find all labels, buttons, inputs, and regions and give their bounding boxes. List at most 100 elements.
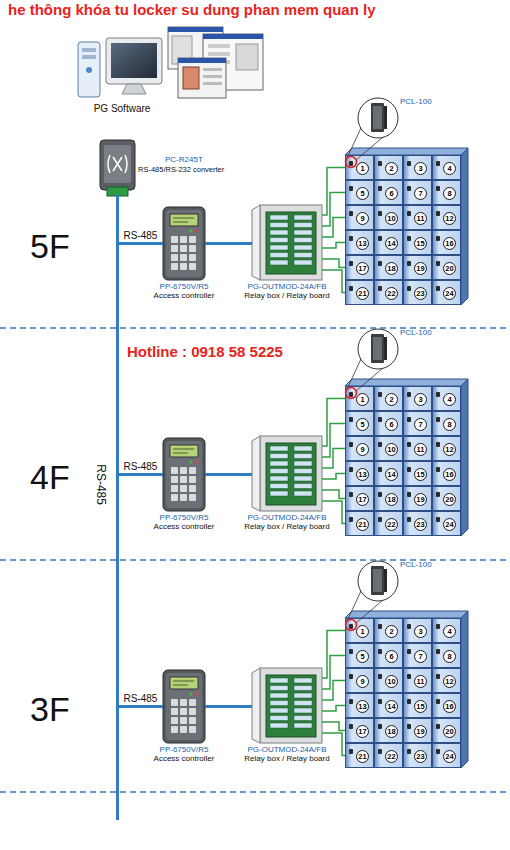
keyhole-dot <box>378 442 382 447</box>
locker-number: 5 <box>356 418 369 431</box>
keyhole-dot <box>349 236 353 241</box>
floor-label: 3F <box>30 691 70 728</box>
lock-wire <box>322 259 345 268</box>
keyhole-dot <box>378 749 382 754</box>
keyhole-dot <box>349 211 353 216</box>
keyhole-dot <box>349 417 353 422</box>
keyhole-dot <box>378 674 382 679</box>
converter-device <box>100 140 135 196</box>
device-description: Access controller <box>154 523 215 532</box>
signal-name: RS-485 <box>123 230 159 241</box>
lock-callout <box>346 98 399 168</box>
locker-door: 23 <box>403 511 432 536</box>
locker-number: 21 <box>356 750 369 763</box>
device-description: Access controller <box>154 292 215 301</box>
locker-number: 9 <box>356 443 369 456</box>
locker-number: 6 <box>385 418 398 431</box>
locker-door: 6 <box>374 180 403 205</box>
locker-number: 14 <box>385 700 398 713</box>
locker-door: 8 <box>432 643 461 668</box>
locker-door: 22 <box>374 280 403 305</box>
locker-number: 10 <box>385 212 398 225</box>
keyhole-dot <box>407 186 411 191</box>
locker-door: 20 <box>432 255 461 280</box>
keyhole-dot <box>378 649 382 654</box>
keyhole-dot <box>378 161 382 166</box>
locker-door: 19 <box>403 486 432 511</box>
signal-name: RS-485 <box>123 461 159 472</box>
keyhole-dot <box>349 286 353 291</box>
floor-separator <box>0 328 510 792</box>
floor-label: 5F <box>30 228 70 265</box>
software-screens <box>168 27 263 98</box>
locker-number: 24 <box>443 750 456 763</box>
locker-number: 3 <box>414 393 427 406</box>
keyhole-dot <box>436 517 440 522</box>
rs485-line <box>118 195 164 475</box>
rs485-line <box>205 242 252 245</box>
keyhole-dot <box>407 649 411 654</box>
locker-door: 10 <box>374 205 403 230</box>
locker-number: 14 <box>385 468 398 481</box>
locker-door: 14 <box>374 693 403 718</box>
keyhole-dot <box>436 261 440 266</box>
locker-number: 18 <box>385 725 398 738</box>
rs485-line <box>118 195 164 707</box>
locker-door: 3 <box>403 618 432 643</box>
keyhole-dot <box>378 624 382 629</box>
locker-door: 13 <box>345 230 374 255</box>
floor-equipment <box>163 611 468 768</box>
keyhole-dot <box>407 674 411 679</box>
locker-door: 7 <box>403 411 432 436</box>
keyhole-dot <box>349 161 353 166</box>
locker-door: 12 <box>432 436 461 461</box>
locker-number: 9 <box>356 212 369 225</box>
keyhole-dot <box>349 749 353 754</box>
lock-wire <box>322 449 345 469</box>
lock-wire <box>322 168 345 216</box>
hotline-note: Hotline : 0918 58 5225 <box>127 344 283 361</box>
locker-number: 15 <box>414 468 427 481</box>
keyhole-dot <box>436 417 440 422</box>
locker-number: 22 <box>385 750 398 763</box>
keyhole-dot <box>436 724 440 729</box>
locker-number: 9 <box>356 675 369 688</box>
locker-door: 17 <box>345 255 374 280</box>
lock-wire <box>322 474 345 480</box>
locker-door: 24 <box>432 743 461 768</box>
locker-door: 8 <box>432 411 461 436</box>
keyhole-dot <box>407 517 411 522</box>
locker-number: 24 <box>443 518 456 531</box>
locker-number: 1 <box>356 162 369 175</box>
locker-door: 7 <box>403 643 432 668</box>
locker-number: 2 <box>385 625 398 638</box>
lock-wire <box>322 399 345 447</box>
relay-box: PG-OUTMOD-24A/FBRelay box / Relay board <box>252 205 322 280</box>
locker-number: 17 <box>356 493 369 506</box>
keyhole-dot <box>407 467 411 472</box>
device-model: PP-6750V/R5 <box>160 283 209 292</box>
locker-number: 23 <box>414 518 427 531</box>
locker-number: 5 <box>356 650 369 663</box>
keyhole-dot <box>349 392 353 397</box>
bus-label: RS-485 <box>93 465 106 506</box>
locker-number: 14 <box>385 237 398 250</box>
locker-door: 9 <box>345 436 374 461</box>
keyhole-dot <box>436 442 440 447</box>
locker-door: 6 <box>374 411 403 436</box>
keyhole-dot <box>378 236 382 241</box>
locker-number: 11 <box>414 212 427 225</box>
keyhole-dot <box>407 392 411 397</box>
keyhole-dot <box>349 674 353 679</box>
relay-box: PG-OUTMOD-24A/FBRelay box / Relay board <box>252 436 322 511</box>
locker-number: 23 <box>414 287 427 300</box>
keyhole-dot <box>349 649 353 654</box>
keyhole-dot <box>349 186 353 191</box>
part-name: PCL-100 <box>400 561 432 570</box>
keyhole-dot <box>378 724 382 729</box>
locker-number: 19 <box>414 493 427 506</box>
device-description: Relay box / Relay board <box>244 292 329 301</box>
device-model: PG-OUTMOD-24A/FB <box>247 746 326 755</box>
locker-door: 20 <box>432 486 461 511</box>
